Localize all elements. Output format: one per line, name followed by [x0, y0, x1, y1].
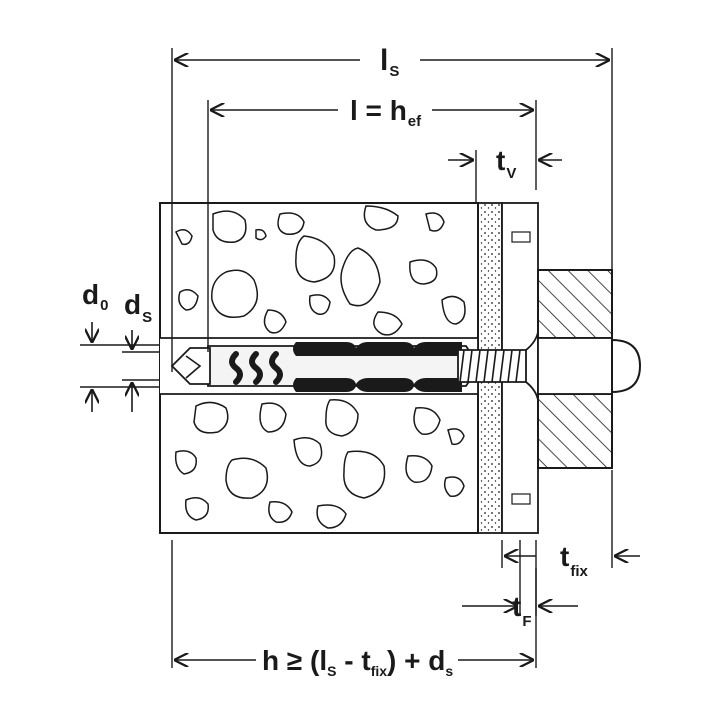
plug-sleeve: [170, 342, 471, 392]
label-ds: dS: [124, 289, 152, 326]
concrete-aggregate: [174, 205, 466, 529]
screw: [457, 331, 642, 401]
label-tf: tF: [512, 591, 532, 630]
label-tv: tV: [496, 145, 516, 182]
extension-lines: [80, 48, 613, 668]
label-ls: lS: [380, 44, 399, 80]
label-d0: d0: [82, 279, 108, 314]
label-tfix: tfix: [560, 541, 588, 580]
fixture: [537, 269, 613, 469]
label-formula: h ≥ (lS - tfix) + ds: [262, 645, 453, 679]
label-l-hef: l = hef: [350, 95, 422, 130]
dimension-lines: [92, 60, 640, 660]
